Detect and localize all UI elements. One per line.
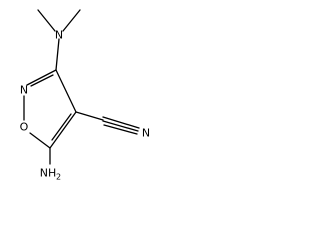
bond-c3-n2 bbox=[26, 69, 57, 86]
atom-amine-n: N bbox=[55, 29, 63, 42]
atom-amino-subscript: 2 bbox=[56, 173, 61, 182]
molecule-structure: N N O N NH 2 bbox=[20, 9, 150, 182]
bond-triple-3 bbox=[103, 124, 138, 135]
bond-n-methyl-left bbox=[37, 9, 56, 32]
bond-c4-c3 bbox=[55, 69, 77, 113]
bond-triple-1 bbox=[102, 116, 140, 129]
atom-nitrile-n: N bbox=[142, 127, 150, 140]
atom-labels: N N O N NH 2 bbox=[20, 29, 150, 182]
bond-c5-c4 bbox=[49, 111, 77, 149]
atom-ring-o: O bbox=[20, 121, 29, 134]
bond-n-c3 bbox=[55, 38, 60, 71]
atom-amino-nh: NH bbox=[40, 167, 57, 180]
bond-c3-n2-inner bbox=[30, 74, 54, 87]
atom-ring-n: N bbox=[20, 84, 28, 97]
bond-o1-c5 bbox=[29, 132, 51, 149]
bond-c4-cn bbox=[75, 111, 104, 121]
bonds bbox=[23, 9, 140, 165]
bond-n-methyl-right bbox=[62, 9, 81, 32]
bond-triple-2 bbox=[102, 120, 139, 132]
bond-c5-c4-inner bbox=[51, 113, 72, 141]
